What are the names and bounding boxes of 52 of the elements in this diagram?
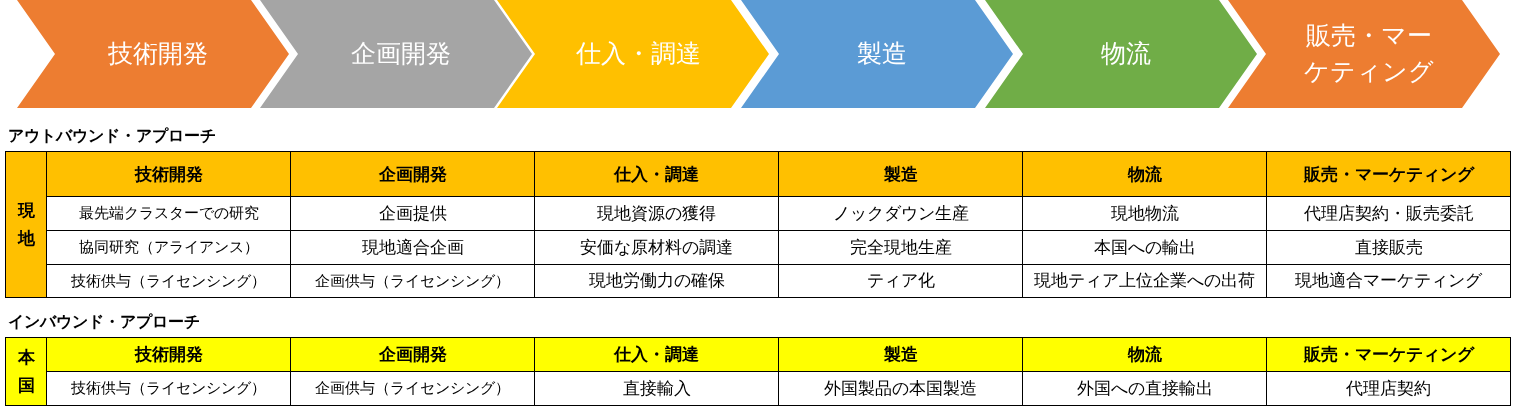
table-cell: 現地ティア上位企業への出荷 (1023, 265, 1267, 298)
table-cell: 完全現地生産 (779, 231, 1023, 265)
table-cell: 外国製品の本国製造 (779, 372, 1023, 406)
table-cell: 直接販売 (1267, 231, 1511, 265)
side-header-text: 現地 (17, 199, 35, 250)
column-header: 製造 (779, 152, 1023, 197)
table-cell: 代理店契約・販売委託 (1267, 197, 1511, 231)
column-header: 物流 (1023, 338, 1267, 372)
step-label: 技術開発 (107, 37, 208, 70)
section-title: アウトバウンド・アプローチ (8, 126, 216, 147)
chevron-step (260, 0, 532, 108)
chevron-step (985, 0, 1257, 108)
step-label: 物流 (1100, 37, 1151, 70)
table-cell: 現地資源の獲得 (535, 197, 779, 231)
table-cell: 現地適合マーケティング (1267, 265, 1511, 298)
column-header: 販売・マーケティング (1267, 338, 1511, 372)
table-cell: ノックダウン生産 (779, 197, 1023, 231)
table-cell: 現地労働力の確保 (535, 265, 779, 298)
chevron-step (741, 0, 1013, 108)
section-title: インバウンド・アプローチ (8, 312, 200, 333)
step-label: 仕入・調達 (574, 37, 701, 70)
column-header: 販売・マーケティング (1267, 152, 1511, 197)
chevron-step (17, 0, 289, 108)
column-header: 物流 (1023, 152, 1267, 197)
table-cell: 現地物流 (1023, 197, 1267, 231)
column-header: 企画開発 (291, 152, 535, 197)
table-cell: 協同研究（アライアンス） (47, 231, 291, 265)
column-header: 仕入・調達 (535, 338, 779, 372)
table-cell: 最先端クラスターでの研究 (47, 197, 291, 231)
column-header: 仕入・調達 (535, 152, 779, 197)
chevron-step (1228, 0, 1500, 108)
side-header-text: 本国 (17, 346, 35, 397)
table-cell: 安価な原材料の調達 (535, 231, 779, 265)
step-label: 販売・マーケティング (1303, 19, 1435, 88)
table-cell: 技術供与（ライセンシング） (47, 265, 291, 298)
table-cell: 本国への輸出 (1023, 231, 1267, 265)
table-cell: 直接輸入 (535, 372, 779, 406)
table-cell: 現地適合企画 (291, 231, 535, 265)
column-header: 製造 (779, 338, 1023, 372)
step-label: 製造 (856, 37, 907, 70)
table-cell: 企画供与（ライセンシング） (291, 265, 535, 298)
table-cell: 代理店契約 (1267, 372, 1511, 406)
table-cell: ティア化 (779, 265, 1023, 298)
column-header: 技術開発 (47, 338, 291, 372)
step-label: 企画開発 (350, 37, 451, 70)
table-cell: 企画供与（ライセンシング） (291, 372, 535, 406)
table-cell: 技術供与（ライセンシング） (47, 372, 291, 406)
table-cell: 外国への直接輸出 (1023, 372, 1267, 406)
table-cell: 企画提供 (291, 197, 535, 231)
column-header: 技術開発 (47, 152, 291, 197)
chevron-step (497, 0, 769, 108)
column-header: 企画開発 (291, 338, 535, 372)
